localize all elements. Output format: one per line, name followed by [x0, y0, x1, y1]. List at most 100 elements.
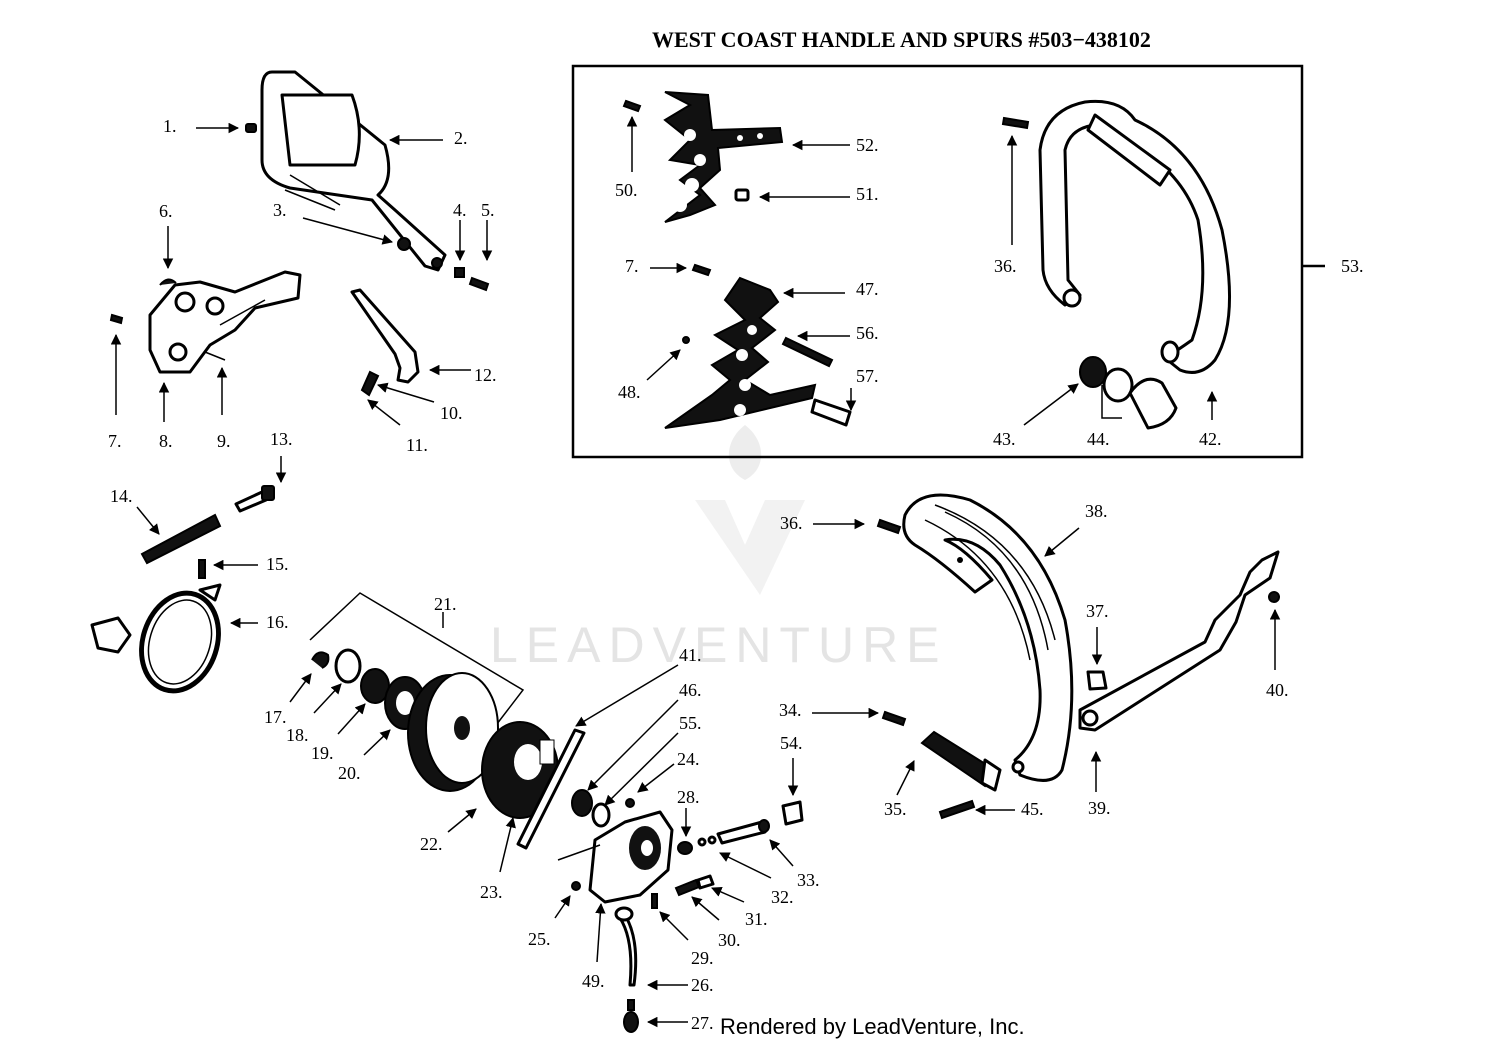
part-28-spring [677, 841, 693, 855]
callout-47: 47. [856, 279, 879, 299]
part-52-spur [663, 91, 784, 223]
part-49-pump-housing [557, 810, 674, 904]
part-43-grip [1079, 356, 1107, 388]
callout-53: 53. [1341, 256, 1364, 276]
callout-23: 23. [480, 882, 503, 902]
part-28-washer-b [707, 835, 717, 845]
part-21-bracket [309, 592, 525, 734]
callout-49: 49. [582, 971, 605, 991]
callout-15: 15. [266, 554, 289, 574]
callout-42: 42. [1199, 429, 1222, 449]
part-26-oil-line-end [614, 906, 634, 922]
part-44-cap [1128, 377, 1178, 430]
footer-credit: Rendered by LeadVenture, Inc. [720, 1014, 1025, 1039]
part-46-bushing [571, 789, 593, 817]
callout-20: 20. [338, 763, 361, 783]
callout-51: 51. [856, 184, 879, 204]
callout-16: 16. [266, 612, 289, 632]
callout-6: 6. [159, 201, 173, 221]
part-26-oil-line [618, 913, 638, 987]
callout-56: 56. [856, 323, 879, 343]
part-41-tube [516, 728, 586, 850]
callout-22: 22. [420, 834, 443, 854]
callout-14: 14. [110, 486, 133, 506]
part-44-bracket [1101, 385, 1122, 419]
part-18-washer [334, 648, 362, 684]
callout-32: 32. [771, 887, 794, 907]
callout-29: 29. [691, 948, 714, 968]
callout-57: 57. [856, 366, 879, 386]
callout-41: 41. [679, 645, 702, 665]
part-13-bolt-head [261, 485, 275, 501]
part-1-nut [245, 123, 257, 133]
watermark-logo [695, 425, 805, 595]
callout-7-inset: 7. [625, 256, 639, 276]
part-38-rear-handle [902, 493, 1074, 782]
callout-17: 17. [264, 707, 287, 727]
callout-21: 21. [434, 594, 457, 614]
part-30-spring [674, 878, 701, 897]
callout-13: 13. [270, 429, 293, 449]
part-28-washer [697, 837, 707, 847]
callout-38: 38. [1085, 501, 1108, 521]
part-47-spur [664, 276, 817, 429]
leader-arrows [110, 115, 1281, 1028]
callout-1: 1. [163, 116, 177, 136]
callout-39: 39. [1088, 798, 1111, 818]
callout-48: 48. [618, 382, 641, 402]
callout-8: 8. [159, 431, 173, 451]
part-51-nut [734, 188, 750, 202]
callout-43: 43. [993, 429, 1016, 449]
callout-45: 45. [1021, 799, 1044, 819]
part-57-sleeve [810, 398, 852, 427]
part-39-handle-bar [1078, 550, 1280, 732]
part-12-lever [350, 288, 420, 384]
part-17-clip [311, 651, 330, 669]
front-handle-guard [260, 70, 447, 272]
callout-31: 31. [745, 909, 768, 929]
part-42-rear-handle-wc [1038, 99, 1232, 374]
callout-36: 36. [780, 513, 803, 533]
part-5-screw [468, 276, 490, 292]
part-16-brake-band [90, 583, 222, 694]
callout-55: 55. [679, 713, 702, 733]
part-14-spring [140, 513, 222, 565]
part-15-pin [198, 559, 206, 579]
part-10-spring [360, 370, 380, 397]
inset-box [571, 64, 1304, 459]
part-27-filter-top [627, 999, 635, 1011]
callout-28: 28. [677, 787, 700, 807]
part-32-plunger [716, 820, 767, 845]
part-56-screw [781, 336, 834, 368]
callout-labels: 1. 2. 3. 4. 5. 6. 7. 8. 9. 10. 11. 12. 1… [108, 116, 1364, 1033]
callout-19: 19. [311, 743, 334, 763]
part-27-filter [623, 1011, 639, 1033]
part-48-nut [682, 336, 690, 344]
callout-40: 40. [1266, 680, 1289, 700]
part-7-screw [109, 313, 124, 325]
part-40-screw [1268, 591, 1280, 603]
part-22-clutch-drum [407, 672, 499, 792]
part-36-screw [876, 518, 902, 535]
part-7b-screw [691, 263, 712, 277]
part-34-screw [881, 710, 907, 727]
callout-44: 44. [1087, 429, 1110, 449]
part-36b-screw [1001, 116, 1030, 130]
part-44-washer [1102, 367, 1134, 403]
callout-26: 26. [691, 975, 714, 995]
part-54-cap [781, 800, 804, 826]
part-37-nut [1086, 670, 1108, 691]
callout-11: 11. [406, 435, 428, 455]
part-25-screw [571, 881, 581, 891]
callout-18: 18. [286, 725, 309, 745]
callout-5: 5. [481, 200, 495, 220]
callout-9: 9. [217, 431, 231, 451]
part-4-washer [454, 267, 465, 278]
callout-52: 52. [856, 135, 879, 155]
watermark-text: LEADVENTURE [490, 617, 948, 673]
callout-24: 24. [677, 749, 700, 769]
callout-27: 27. [691, 1013, 714, 1033]
brake-bracket [148, 270, 302, 374]
callout-35: 35. [884, 799, 907, 819]
callout-54: 54. [780, 733, 803, 753]
